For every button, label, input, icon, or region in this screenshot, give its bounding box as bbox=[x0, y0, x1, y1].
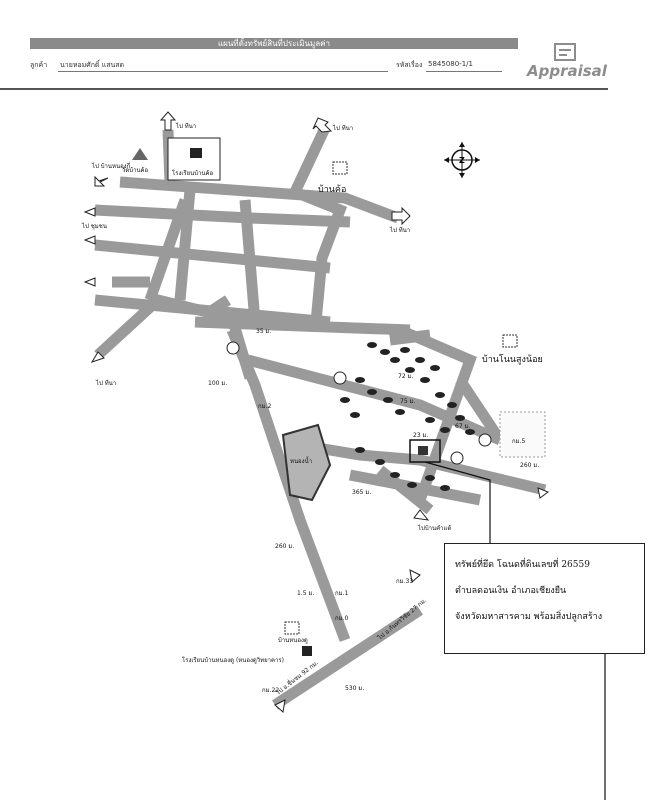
ref-label: รหัสเรื่อง bbox=[396, 61, 423, 69]
road bbox=[299, 439, 547, 496]
distance-label: 35 ม. bbox=[256, 328, 271, 335]
info-line-2: ตำบลดอนเงิน อำเภอเชียงยืน bbox=[455, 586, 567, 596]
village-ban-kho-icon bbox=[332, 161, 348, 175]
arrow-east-icon bbox=[391, 206, 411, 226]
arrow-south-icon bbox=[413, 509, 430, 521]
road bbox=[348, 469, 482, 506]
customer-underline bbox=[58, 71, 388, 72]
compass-rose-icon: Z bbox=[444, 142, 480, 178]
customer-label: ลูกค้า bbox=[30, 61, 48, 69]
to-chuenchom-label: ไป ชุมชน bbox=[81, 222, 107, 230]
distance-label: 72 ม. bbox=[398, 373, 413, 380]
arrow-west-icon bbox=[83, 235, 96, 245]
temple-icon bbox=[132, 148, 148, 160]
to-kham-tae-label: ไปบ้านคำแต้ bbox=[417, 524, 451, 532]
road bbox=[144, 198, 191, 302]
km2-marker: กม.2 bbox=[258, 403, 271, 410]
distance-label: 100 ม. bbox=[208, 380, 227, 387]
school-nong-du-icon bbox=[302, 646, 312, 656]
school-ban-kho-icon bbox=[190, 148, 202, 158]
km33-marker: กม.33 bbox=[396, 578, 413, 585]
to-tha-top-label: ไป ทีนา bbox=[175, 122, 196, 130]
road bbox=[174, 189, 196, 301]
distance-label: 260 ม. bbox=[520, 462, 539, 469]
arrow-east-icon bbox=[537, 487, 550, 499]
arrow-west-icon bbox=[94, 175, 109, 187]
ref-value: 5845080-1/1 bbox=[428, 60, 473, 68]
distance-label: 1.5 ม. bbox=[297, 590, 314, 597]
to-tha-east-label: ไป ทีนา bbox=[389, 226, 410, 234]
distance-label: 23 ม. bbox=[413, 432, 428, 439]
arrow-north-icon bbox=[159, 111, 177, 131]
logo-text: Appraisal bbox=[527, 62, 607, 80]
village-nong-du-icon bbox=[284, 621, 300, 635]
direction-arrows bbox=[83, 111, 550, 713]
arrow-north-icon bbox=[312, 117, 333, 133]
property-callout-line bbox=[424, 461, 491, 545]
distance-label: 365 ม. bbox=[352, 489, 371, 496]
school-ban-kho-box bbox=[167, 137, 221, 181]
distance-label: 67 ม. bbox=[455, 423, 470, 430]
road bbox=[455, 376, 505, 444]
road bbox=[239, 199, 261, 323]
road bbox=[271, 605, 424, 710]
temple-area bbox=[499, 411, 546, 458]
school-ban-kho-label: โรงเรียนบ้านค้อ bbox=[172, 169, 214, 177]
customer-name: นายหอมศักดิ์ แสนสด bbox=[60, 61, 125, 69]
km22-marker: กม.22 bbox=[262, 687, 279, 694]
village-non-sung-noi-icon bbox=[502, 334, 518, 348]
arrow-northeast-icon bbox=[409, 569, 421, 583]
distance-label: 75 ม. bbox=[400, 398, 415, 405]
road bbox=[194, 316, 411, 336]
road bbox=[94, 204, 351, 228]
road-network bbox=[94, 125, 547, 710]
header-rule bbox=[0, 88, 608, 90]
ban-kho-label: บ้านค้อ bbox=[318, 184, 346, 195]
to-tha-top-right-label: ไป ทีนา bbox=[332, 124, 353, 132]
ref-underline bbox=[426, 71, 502, 72]
road bbox=[287, 125, 348, 323]
to-ban-nong-ki-label: ไป บ้านหนองกี่ bbox=[91, 162, 131, 170]
village-buildings bbox=[340, 342, 475, 491]
road bbox=[119, 176, 400, 224]
to-tha-left-label: ไป ทีนา bbox=[95, 379, 116, 387]
pond-label: หนองน้ำ bbox=[290, 455, 312, 465]
property-info-box: ทรัพย์ที่ยึด โฉนดที่ดินเลขที่ 26559 ตำบล… bbox=[444, 543, 645, 654]
school-nong-du-label: โรงเรียนบ้านหนองดู (หนองดูวิทยาคาร) bbox=[182, 656, 284, 664]
km0-marker: กม.0 bbox=[335, 615, 348, 622]
km1-marker: กม.1 bbox=[335, 590, 348, 597]
route-markers bbox=[226, 341, 492, 465]
road bbox=[94, 239, 331, 274]
document-title: แผนที่ตั้งทรัพย์สินที่ประเมินมูลค่า bbox=[217, 39, 330, 48]
road bbox=[376, 465, 434, 515]
property-building bbox=[418, 446, 428, 455]
ban-nong-du-label: บ้านหนองดู bbox=[278, 637, 308, 644]
svg-text:Z: Z bbox=[459, 156, 465, 165]
info-line-3: จังหวัดมหาสารคาม พร้อมสิ่งปลูกสร้าง bbox=[455, 612, 603, 622]
pond-area bbox=[281, 423, 332, 502]
highway bbox=[226, 327, 351, 642]
header-bar bbox=[30, 38, 518, 49]
km5-marker: กม.5 bbox=[512, 438, 525, 445]
distance-label: 260 ม. bbox=[275, 543, 294, 550]
logo-icon bbox=[554, 43, 576, 61]
wat-ban-kho-label: วัดบ้านค้อ bbox=[122, 167, 149, 174]
road bbox=[246, 354, 503, 446]
road bbox=[389, 329, 431, 346]
distance-label: 530 ม. bbox=[345, 685, 364, 692]
to-amphoe-right-label: ไป อ.กันทรวิชัย 27 กม. bbox=[375, 596, 428, 642]
arrow-southwest-icon bbox=[90, 351, 105, 363]
info-line-1: ทรัพย์ที่ยึด โฉนดที่ดินเลขที่ 26559 bbox=[455, 560, 590, 570]
arrow-southwest-icon bbox=[274, 699, 286, 713]
ban-non-sung-noi-label: บ้านโนนสูงน้อย bbox=[482, 354, 543, 365]
arrow-west-icon bbox=[83, 207, 96, 217]
arrow-west-icon bbox=[83, 277, 96, 287]
